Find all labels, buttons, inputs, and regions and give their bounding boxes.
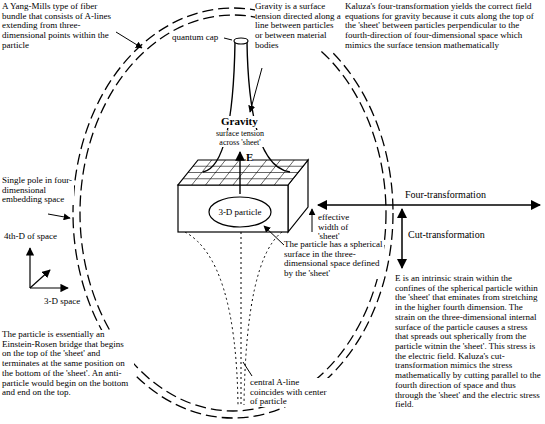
surface-tension-label: surface tension across 'sheet': [207, 130, 273, 147]
sheet-grid: [183, 160, 303, 185]
central-a-line-note: central A-line coincides with center of …: [250, 378, 332, 407]
particle-surface-note: The particle has a spherical surface in …: [284, 240, 384, 279]
particle-sphere: 3-D particle: [208, 196, 272, 228]
quantum-cap-label: quantum cap: [172, 33, 218, 43]
leader-fiber-bundle: [116, 32, 142, 48]
e-arrow: [239, 152, 240, 194]
leader-central-a-line: [243, 362, 252, 376]
leader-single-pole: [48, 214, 70, 218]
four-transformation-label: Four-transformation: [405, 190, 486, 201]
particle-circle: [209, 197, 271, 227]
upper-funnel-right: [247, 42, 290, 172]
axis-3d-depth: [30, 270, 50, 288]
leader-particle-surface: [264, 226, 285, 246]
fiber-bundle-note: A Yang-Mills type of fiber bundle that c…: [2, 2, 114, 51]
axis-label: 3-D space: [44, 297, 80, 307]
gravity-note: Gravity is a surface tension directed al…: [255, 2, 341, 51]
grid-line: [193, 166, 303, 167]
einstein-rosen-note: The particle is essentially an Einstein-…: [2, 330, 134, 398]
width-label: effective width of 'sheet': [318, 213, 370, 242]
gravity-label: Gravity: [221, 116, 258, 128]
axis-label: 4th-D of space: [4, 232, 57, 242]
upper-funnel-left: [203, 42, 235, 172]
cut-transformation-label: Cut-transformation: [408, 230, 485, 241]
width-arrow: [312, 209, 313, 232]
four-transformation-arrow: [318, 204, 540, 206]
lower-funnel-left: [185, 232, 238, 405]
e-label: E: [246, 152, 253, 164]
cut-transformation-arrow: [401, 209, 403, 268]
leader-gravity: [250, 68, 262, 112]
central-a-line: [241, 232, 242, 405]
electric-field-note: E is an intrinsic strain within the conf…: [395, 274, 543, 410]
sheet-front: [178, 185, 288, 232]
grid-line: [183, 178, 293, 179]
leader-quantum-cap: [224, 38, 232, 40]
axis-3d: [30, 287, 68, 288]
axis-4d: [29, 248, 30, 288]
four-transformation-note: Kaluza's four-transformation yields the …: [345, 2, 543, 51]
sheet-top: [178, 160, 308, 185]
quantum-cap: [234, 38, 248, 44]
single-pole-note: Single pole in four-dimensional embeddin…: [2, 176, 74, 205]
particle-label: 3-D particle: [218, 207, 261, 217]
